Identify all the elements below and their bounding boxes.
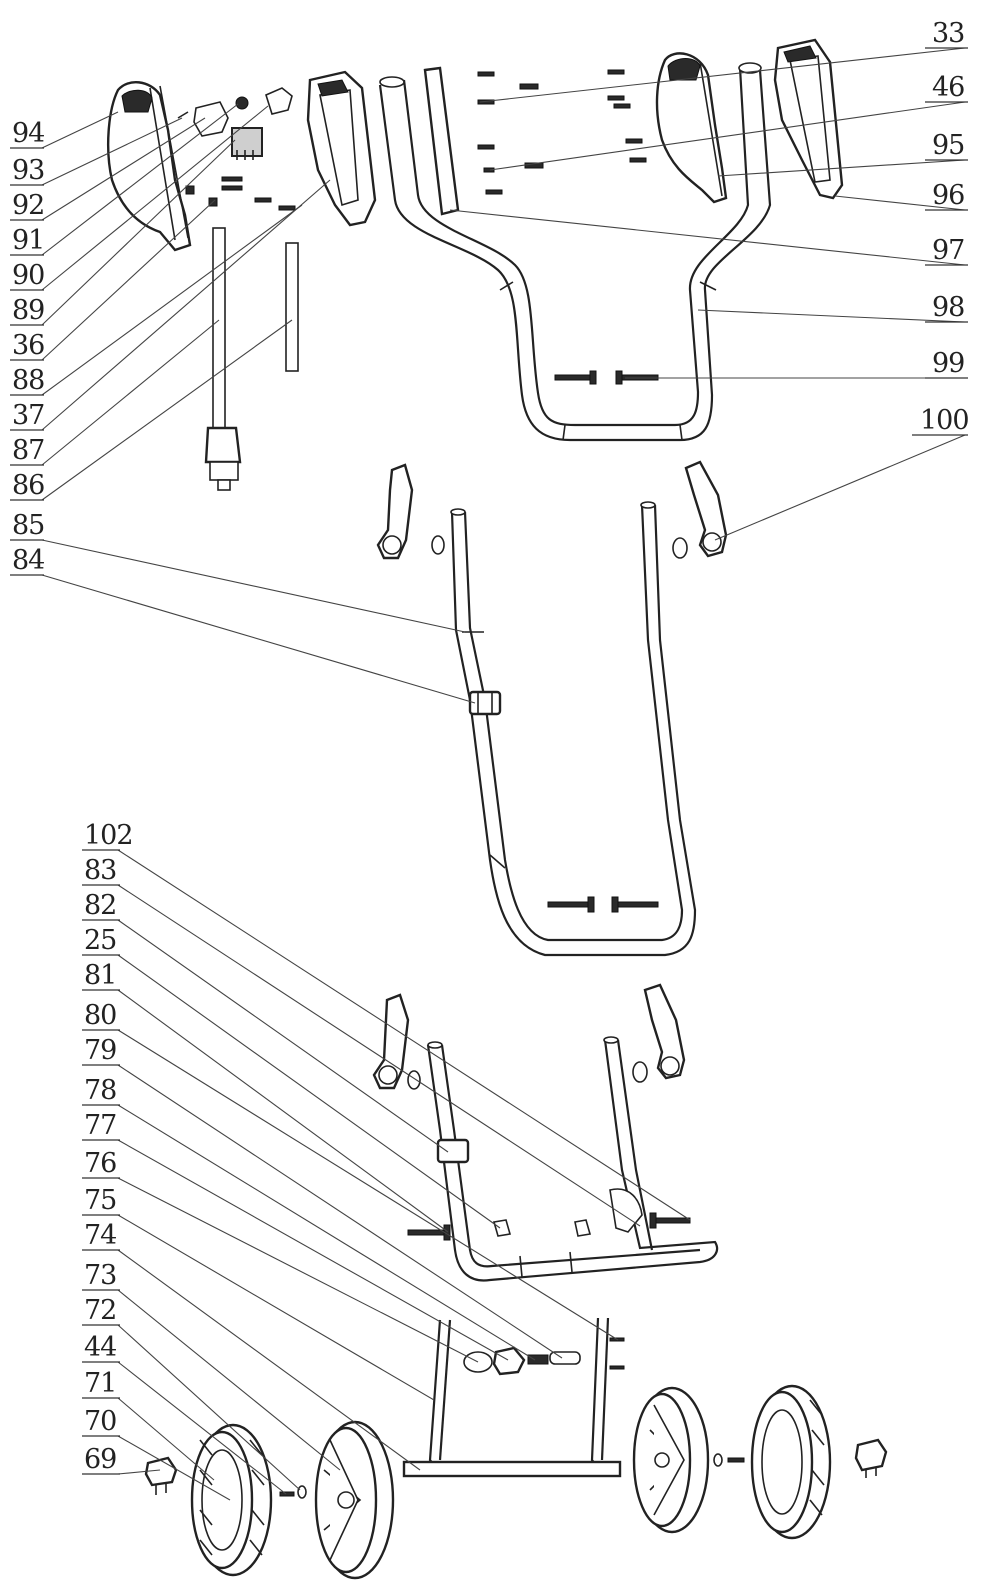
part-label: 74: [84, 1220, 116, 1251]
part-label: 77: [84, 1110, 116, 1141]
quick-release-lever-left: [376, 463, 445, 560]
left-inner-wheel: [314, 1420, 395, 1580]
labels-left-top: 94 93 92 91 90 89 36 88 37 87 86 85 84: [10, 118, 45, 576]
wheel-knob-assembly: [463, 1337, 625, 1376]
part-label: 44: [84, 1332, 116, 1363]
part-label: 95: [932, 130, 964, 161]
part-label: 78: [84, 1075, 116, 1106]
switch-assembly: [177, 87, 293, 160]
part-label: 73: [84, 1260, 116, 1291]
left-handle-grip: [107, 81, 192, 252]
part-label: 33: [932, 18, 964, 49]
part-label: 86: [12, 470, 44, 501]
part-label: 100: [920, 405, 969, 436]
part-label: 84: [12, 545, 44, 576]
right-inner-wheel: [632, 1386, 710, 1534]
part-label: 88: [12, 365, 44, 396]
part-label: 80: [84, 1000, 116, 1031]
center-handle-cover: [306, 70, 377, 227]
screws-top-center: [477, 69, 647, 195]
part-label: 87: [12, 435, 44, 466]
part-label: 36: [12, 330, 44, 361]
screws-left-handle: [185, 176, 296, 211]
wheel-axle-frame: [402, 1317, 622, 1478]
frame-clamp: [468, 690, 502, 716]
handle-cover-strip: [423, 66, 460, 216]
top-handle-frame: [378, 62, 772, 442]
part-label: 69: [84, 1444, 116, 1475]
part-label: 92: [12, 190, 44, 221]
part-label: 96: [932, 180, 964, 211]
part-label: 89: [12, 295, 44, 326]
quick-release-lever-lower-right: [632, 983, 686, 1083]
middle-handle-frame: [450, 501, 697, 957]
part-label: 81: [84, 960, 116, 991]
right-hub-cap: [854, 1438, 888, 1478]
part-label: 79: [84, 1035, 116, 1066]
quick-release-lever-lower-left: [372, 993, 421, 1090]
right-handle-cover: [773, 38, 844, 200]
left-outer-tire: [190, 1423, 273, 1577]
right-wheel-hardware: [713, 1453, 745, 1467]
part-label: 75: [84, 1185, 116, 1216]
part-label: 71: [84, 1368, 116, 1399]
part-label: 85: [12, 510, 44, 541]
leader-lines: [41, 47, 966, 1501]
support-rod: [285, 242, 299, 372]
part-label: 91: [12, 225, 44, 256]
middle-bolts: [547, 896, 659, 913]
right-handle-grip: [655, 52, 728, 204]
part-label: 93: [12, 155, 44, 186]
part-label: 70: [84, 1406, 116, 1437]
part-label: 83: [84, 855, 116, 886]
power-cord: [204, 227, 242, 491]
part-label: 25: [84, 925, 116, 956]
part-label: 98: [932, 292, 964, 323]
part-label: 82: [84, 890, 116, 921]
part-label: 102: [84, 820, 133, 851]
part-label: 46: [932, 72, 964, 103]
part-label: 90: [12, 260, 44, 291]
part-label: 76: [84, 1148, 116, 1179]
part-label: 37: [12, 400, 44, 431]
part-label: 94: [12, 118, 44, 149]
lower-frame-hardware: [407, 1138, 691, 1241]
right-outer-tire: [750, 1384, 832, 1540]
labels-right-top: 33 46 95 96 97 98 99 100: [912, 18, 970, 436]
part-label: 97: [932, 235, 964, 266]
labels-left-bottom: 102 83 82 25 81 80 79 78 77 76 75 74 73 …: [82, 820, 134, 1475]
part-label: 99: [932, 348, 964, 379]
lower-handle-frame: [426, 1036, 719, 1282]
quick-release-lever-right: [672, 460, 728, 559]
part-label: 72: [84, 1295, 116, 1326]
